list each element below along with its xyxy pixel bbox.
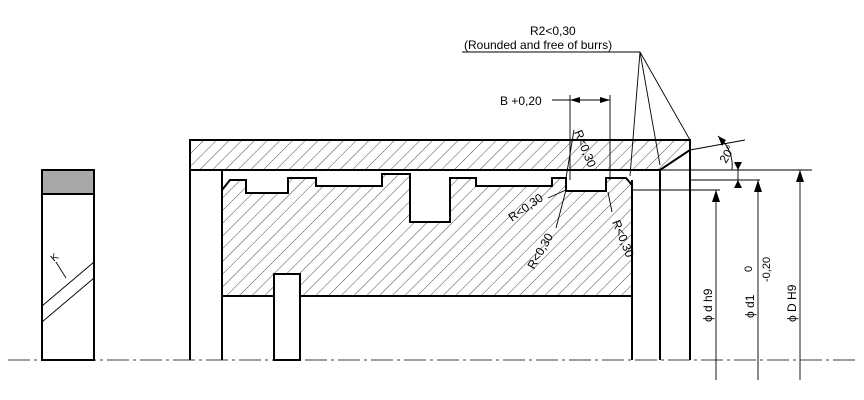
edge-radius-label: R2<0,30 xyxy=(530,24,576,38)
dim-d1-label: ϕ d1 xyxy=(743,294,757,318)
diameter-dimensions: ϕ d h9 ϕ d1 0 -0,20 ϕ D H9 xyxy=(701,162,804,380)
groove-width-dimension: B +0,20 xyxy=(500,94,611,180)
seal-ring-outline xyxy=(41,193,95,361)
edge-radius-callout: R2<0,30 (Rounded and free of burrs) xyxy=(462,24,691,177)
edge-radius-note: (Rounded and free of burrs) xyxy=(464,38,612,52)
edge-mark-label: K xyxy=(49,251,61,264)
dim-d1-upper: 0 xyxy=(743,266,755,272)
groove-width-label: B +0,20 xyxy=(500,94,542,108)
dim-d1-lower: -0,20 xyxy=(761,257,773,282)
dim-D-label: ϕ D H9 xyxy=(785,284,799,322)
housing-hatched-section xyxy=(189,139,691,171)
seal-ring-profile: K xyxy=(41,169,95,361)
dim-d-label: ϕ d h9 xyxy=(701,288,715,322)
seal-ring-top-band xyxy=(41,169,95,195)
guide-strip xyxy=(273,273,301,361)
piston-body xyxy=(221,173,633,361)
piston-hatched-section xyxy=(221,173,633,297)
k-leader xyxy=(55,261,67,279)
